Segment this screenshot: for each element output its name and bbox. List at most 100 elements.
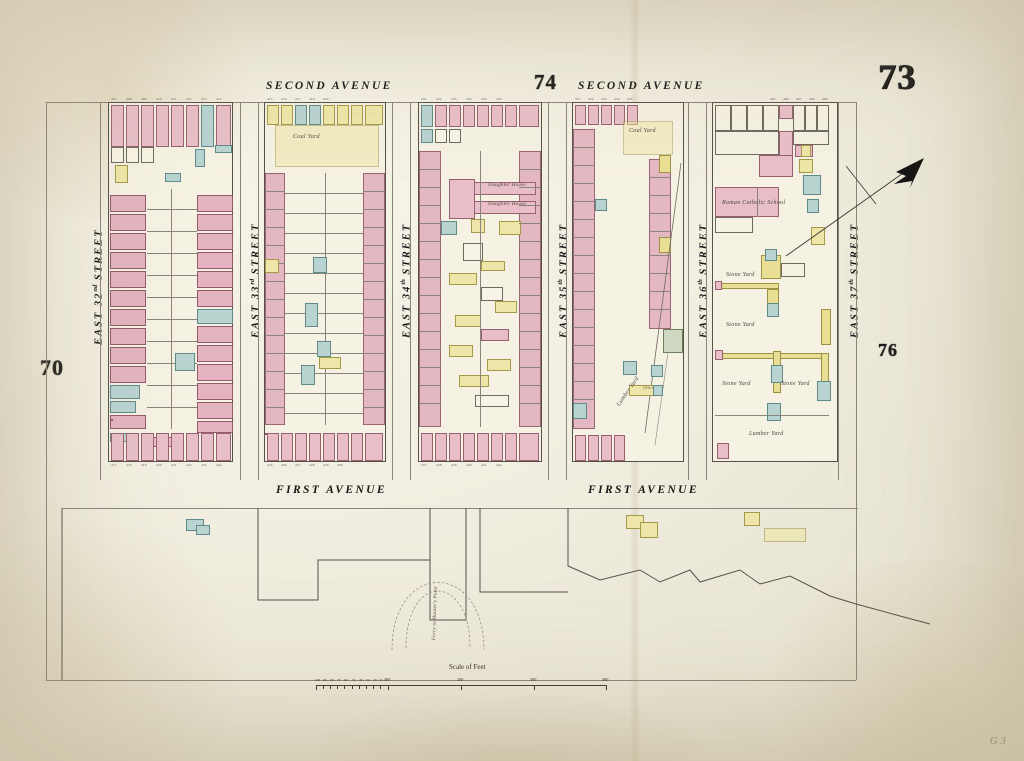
building xyxy=(763,105,779,131)
lot-number: 432 xyxy=(436,97,442,101)
lot-line xyxy=(285,413,363,414)
building xyxy=(477,105,489,127)
lot-line xyxy=(147,319,197,320)
lot-line xyxy=(573,147,595,148)
lot-number: 416 xyxy=(281,97,287,101)
shed xyxy=(821,309,831,345)
lot-number: 454 xyxy=(614,97,620,101)
building xyxy=(186,433,199,461)
building-frame xyxy=(115,165,128,183)
lot-number: 467 xyxy=(796,97,802,101)
lot-number: 441 xyxy=(481,463,487,467)
lot-line xyxy=(419,205,441,206)
scale-title: Scale of Feet xyxy=(449,663,486,671)
lot-line xyxy=(419,349,441,350)
lot-number: 429 xyxy=(323,463,329,467)
label-coal-yard-1: Coal Yard xyxy=(293,134,320,140)
street-line-33rd-west xyxy=(240,102,241,480)
building xyxy=(767,303,779,317)
building xyxy=(419,151,441,427)
building xyxy=(111,105,124,147)
building xyxy=(110,385,140,399)
building xyxy=(803,175,821,195)
adjacent-plate-top: 74 xyxy=(534,70,557,94)
lot-line xyxy=(265,371,285,372)
building xyxy=(197,364,233,381)
scale-tick-label: 0 xyxy=(385,678,387,682)
building xyxy=(623,361,637,375)
lot-line xyxy=(265,191,285,192)
building xyxy=(653,385,663,396)
lot-number: 418 xyxy=(126,463,132,467)
lot-line xyxy=(363,407,385,408)
lot-line xyxy=(363,299,385,300)
lot-line xyxy=(419,259,441,260)
first-avenue-line-right xyxy=(568,508,858,509)
lot-line xyxy=(171,189,172,429)
building xyxy=(265,433,267,435)
lot-line xyxy=(147,275,197,276)
label-stone-yard-2: Stone Yard xyxy=(726,322,755,328)
lot-line xyxy=(363,335,385,336)
lot-number: 466 xyxy=(783,97,789,101)
lot-number: 417 xyxy=(295,97,301,101)
lot-number: 431 xyxy=(421,97,427,101)
building xyxy=(573,129,595,429)
scale-tick-label: 30 xyxy=(366,678,370,682)
building-frame xyxy=(449,273,477,285)
lot-line xyxy=(573,363,595,364)
north-arrow-icon xyxy=(785,158,924,257)
street-ordinal: th xyxy=(848,279,855,285)
label-office: Office xyxy=(643,385,655,390)
street-name: EAST 35 xyxy=(558,284,570,338)
lot-line xyxy=(519,295,541,296)
lot-line xyxy=(419,241,441,242)
map-block-3 xyxy=(418,102,542,462)
lot-line xyxy=(519,187,541,188)
building xyxy=(463,243,483,261)
street-line-34th-west xyxy=(392,102,393,480)
lot-line xyxy=(649,255,671,256)
lot-line xyxy=(419,385,441,386)
lot-line xyxy=(519,223,541,224)
lot-number: 469 xyxy=(822,97,828,101)
lot-number: 426 xyxy=(281,463,287,467)
building xyxy=(779,105,793,119)
lot-number: 425 xyxy=(267,463,273,467)
lot-line xyxy=(285,393,363,394)
street-line-34th-east xyxy=(410,102,411,480)
building xyxy=(505,433,517,461)
building xyxy=(575,435,586,461)
pencil-annotation: G 3 xyxy=(989,735,1006,747)
lot-number: 417 xyxy=(111,463,117,467)
building-frame xyxy=(351,105,363,125)
lot-line xyxy=(363,353,385,354)
building-frame xyxy=(265,259,279,273)
building xyxy=(481,329,509,341)
lot-number: 415 xyxy=(267,97,273,101)
building xyxy=(295,433,307,461)
building xyxy=(731,105,747,131)
building xyxy=(793,105,805,131)
building xyxy=(156,433,169,461)
building xyxy=(110,366,146,383)
building xyxy=(793,131,829,145)
building-frame xyxy=(459,375,489,387)
lot-line xyxy=(649,291,671,292)
lot-number: 419 xyxy=(141,463,147,467)
lot-line xyxy=(363,371,385,372)
rear-extension xyxy=(435,129,447,143)
building xyxy=(110,347,146,364)
first-avenue-line-mid xyxy=(258,508,568,509)
building xyxy=(519,105,539,127)
label-ferry-to-hunters-point: Ferry to Hunter's Point xyxy=(432,586,439,641)
building xyxy=(717,443,729,459)
building xyxy=(197,233,233,250)
building xyxy=(601,105,612,125)
street-line-37th-west xyxy=(838,102,839,480)
building xyxy=(351,433,363,461)
lot-line xyxy=(285,213,363,214)
label-east-32nd-street: EAST 32nd STREET xyxy=(92,228,105,345)
building-frame xyxy=(495,301,517,313)
lot-line xyxy=(363,191,385,192)
